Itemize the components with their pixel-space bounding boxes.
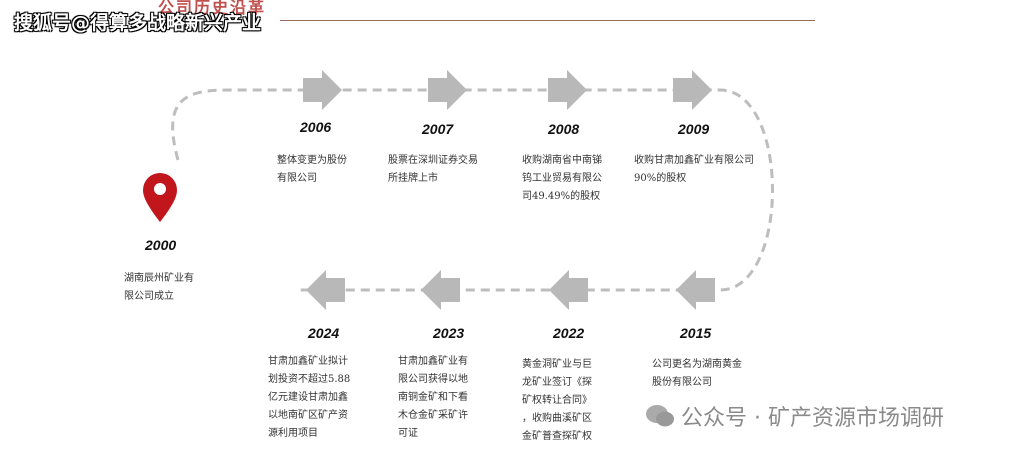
desc-line: 限公司获得以地: [398, 374, 468, 385]
section-title: 公司历史沿革: [158, 0, 267, 17]
year-label: 2023: [433, 325, 465, 341]
desc-line: 木仓金矿采矿许: [398, 410, 468, 421]
watermark-text: 公众号 · 矿产资源市场调研: [681, 406, 944, 431]
watermark-top: 搜狐号@得算多战略新兴产业: [14, 12, 262, 34]
arrow-left-icon: [421, 270, 460, 310]
desc-line: 收购甘肃加鑫矿业有限公司: [634, 155, 754, 166]
desc-line: 金矿普查探矿权: [522, 431, 592, 442]
arrow-left-icon: [306, 270, 345, 310]
year-label: 2024: [308, 325, 340, 341]
desc-line: 限公司成立: [124, 291, 174, 302]
event-description: 收购甘肃加鑫矿业有限公司 90%的股权: [634, 152, 754, 188]
year-label: 2022: [553, 325, 585, 341]
watermark-bottom: 公众号 · 矿产资源市场调研: [645, 400, 944, 432]
desc-line: 90%的股权: [634, 173, 687, 184]
desc-line: 司49.49%的股权: [522, 191, 601, 202]
desc-line: 黄金洞矿业与巨: [522, 359, 592, 370]
event-description: 甘肃加鑫矿业有 限公司获得以地 南铜金矿和下看 木仓金矿采矿许 可证: [398, 353, 468, 443]
desc-line: 股票在深圳证券交易: [388, 155, 478, 166]
desc-line: 南铜金矿和下看: [398, 392, 468, 403]
year-label: 2009: [678, 121, 710, 137]
title-underline: [280, 20, 815, 21]
year-label: 2000: [145, 237, 177, 253]
desc-line: 湖南辰州矿业有: [124, 273, 194, 284]
event-description: 股票在深圳证券交易 所挂牌上市: [388, 152, 478, 188]
desc-line: 源利用项目: [268, 428, 318, 439]
event-description: 湖南辰州矿业有 限公司成立: [124, 270, 194, 306]
event-description: 收购湖南省中南锑 钨工业贸易有限公 司49.49%的股权: [522, 152, 602, 206]
year-label: 2015: [680, 325, 712, 341]
desc-line: 钨工业贸易有限公: [522, 173, 602, 184]
event-description: 整体变更为股份 有限公司: [277, 152, 347, 188]
desc-line: 甘肃加鑫矿业拟计: [268, 356, 348, 367]
desc-line: 甘肃加鑫矿业有: [398, 356, 468, 367]
desc-line: ，收购曲溪矿区: [522, 413, 592, 424]
desc-line: 公司更名为湖南黄金: [652, 359, 742, 370]
arrow-right-icon: [673, 70, 712, 110]
event-description: 公司更名为湖南黄金 股份有限公司: [652, 356, 742, 392]
desc-line: 有限公司: [277, 173, 317, 184]
arrow-right-icon: [428, 70, 467, 110]
desc-line: 收购湖南省中南锑: [522, 155, 602, 166]
arrow-left-icon: [549, 270, 588, 310]
wechat-icon: [646, 405, 674, 427]
desc-line: 矿权转让合同》: [522, 395, 592, 406]
year-label: 2006: [300, 119, 332, 135]
arrow-left-icon: [676, 270, 715, 310]
desc-line: 亿元建设甘肃加鑫: [268, 392, 348, 403]
location-marker-icon: [143, 173, 177, 222]
desc-line: 划投资不超过5.88: [268, 374, 351, 385]
year-label: 2007: [422, 121, 454, 137]
year-label: 2008: [548, 121, 580, 137]
desc-line: 股份有限公司: [652, 377, 712, 388]
desc-line: 所挂牌上市: [388, 173, 438, 184]
desc-line: 以地南矿区矿产资: [268, 410, 348, 421]
arrow-right-icon: [548, 70, 587, 110]
event-description: 甘肃加鑫矿业拟计 划投资不超过5.88 亿元建设甘肃加鑫 以地南矿区矿产资 源利…: [268, 353, 350, 443]
desc-line: 整体变更为股份: [277, 155, 347, 166]
arrow-right-icon: [303, 70, 342, 110]
event-description: 黄金洞矿业与巨 龙矿业签订《探 矿权转让合同》 ，收购曲溪矿区 金矿普查探矿权: [522, 356, 592, 446]
desc-line: 龙矿业签订《探: [522, 377, 592, 388]
desc-line: 可证: [398, 428, 418, 439]
